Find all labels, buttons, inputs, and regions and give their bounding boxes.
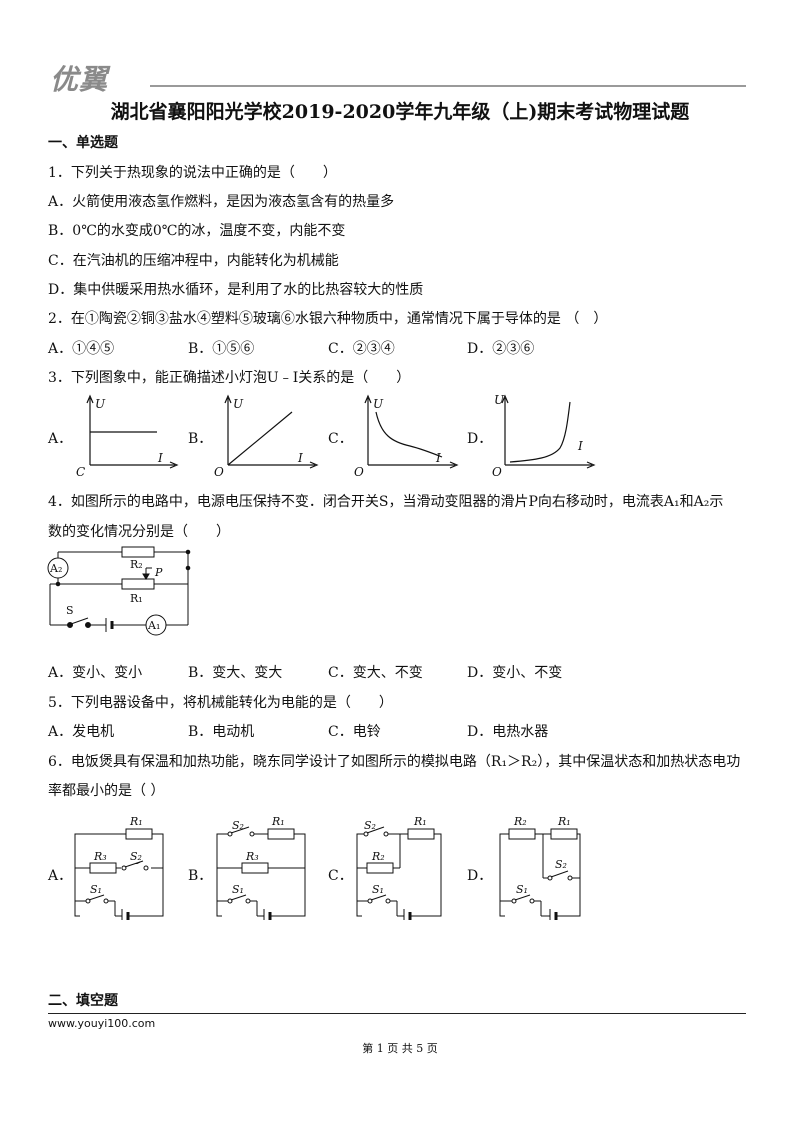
circuit-d-r1-label: R₁: [557, 815, 571, 828]
question-6-option-b[interactable]: B．: [188, 868, 213, 884]
question-1-option-b[interactable]: B．0℃的水变成0℃的冰，温度不变，内能不变: [48, 223, 346, 239]
question-3-option-b[interactable]: B．: [188, 431, 213, 447]
graph-b-i-label: I: [297, 451, 303, 465]
circuit-a-s1-label: S₁: [90, 883, 102, 896]
circuit-c-r1-label: R₁: [413, 815, 427, 828]
question-5-option-d[interactable]: D．电热水器: [467, 724, 549, 740]
section-heading-single-choice: 一、单选题: [48, 135, 118, 151]
circuit-p-label: P: [154, 566, 163, 579]
question-1-stem: 1．下列关于热现象的说法中正确的是（ ）: [48, 165, 337, 181]
question-2-option-b[interactable]: B．①⑤⑥: [188, 341, 255, 357]
question-6-circuits: R₁ R₃ S₂ S₁ S₂ R₁ R₃ S₁ S₂ R₁ R₂ S₁ R₂ R…: [74, 815, 581, 920]
question-2-stem: 2．在①陶瓷②铜③盐水④塑料⑤玻璃⑥水银六种物质中，通常情况下属于导体的是 （ …: [48, 311, 608, 327]
resistor-r1: [121, 578, 155, 590]
circuit-r2-label: R₂: [130, 558, 143, 571]
circuit-c-r2-label: R₂: [371, 850, 385, 863]
question-6-option-d[interactable]: D．: [467, 868, 493, 884]
question-2-option-a[interactable]: A．①④⑤: [48, 341, 115, 357]
circuit-a2-label: A₂: [49, 562, 62, 575]
question-3-option-a[interactable]: A．: [48, 431, 73, 447]
question-6-stem-line-2: 率都最小的是（ ）: [48, 783, 165, 799]
question-4-stem-line-1: 4．如图所示的电路中，电源电压保持不变．闭合开关S，当滑动变阻器的滑片P向右移动…: [48, 494, 724, 510]
graph-b-u-label: U: [233, 397, 244, 411]
circuit-s-label: S: [66, 604, 74, 617]
circuit-c-s2-label: S₂: [364, 819, 376, 832]
question-3-graphs: U I C U I O U I O U I O: [76, 393, 596, 479]
question-6-option-a[interactable]: A．: [48, 868, 73, 884]
question-5-option-b[interactable]: B．电动机: [188, 724, 255, 740]
resistor-r2: [121, 546, 155, 558]
question-6-stem-line-1: 6．电饭煲具有保温和加热功能，晓东同学设计了如图所示的模拟电路（R₁＞R₂），其…: [48, 754, 741, 770]
question-4-option-d[interactable]: D．变小、不变: [467, 665, 563, 681]
circuit-b-r3-label: R₃: [245, 850, 259, 863]
circuit-a-r3-label: R₃: [93, 850, 107, 863]
graph-c-i-label: I: [435, 451, 441, 465]
question-5-option-a[interactable]: A．发电机: [48, 724, 115, 740]
graph-a-origin-label: C: [76, 465, 85, 479]
graph-d-origin-label: O: [492, 465, 502, 479]
circuit-b-r1-label: R₁: [271, 815, 285, 828]
logo: 优翼: [50, 63, 109, 96]
question-3-stem: 3．下列图象中，能正确描述小灯泡U﹣I关系的是（ ）: [48, 370, 411, 386]
question-1-option-a[interactable]: A．火箭使用液态氢作燃料，是因为液态氢含有的热量多: [48, 194, 395, 210]
question-1-option-c[interactable]: C．在汽油机的压缩冲程中，内能转化为机械能: [48, 253, 339, 269]
circuit-c-s1-label: S₁: [372, 883, 384, 896]
graph-c-origin-label: O: [354, 465, 364, 479]
graph-c-u-label: U: [373, 397, 384, 411]
question-2-option-d[interactable]: D．②③⑥: [467, 341, 535, 357]
question-6-option-c[interactable]: C．: [328, 868, 353, 884]
question-4-option-b[interactable]: B．变大、变大: [188, 665, 283, 681]
question-3-option-c[interactable]: C．: [328, 431, 353, 447]
question-4-circuit: A₂ A₁ R₂ R₁ P S: [47, 546, 191, 636]
question-1-option-d[interactable]: D．集中供暖采用热水循环，是利用了水的比热容较大的性质: [48, 282, 424, 298]
question-4-option-c[interactable]: C．变大、不变: [328, 665, 423, 681]
graph-d-u-label: U: [494, 393, 505, 407]
circuit-r1-label: R₁: [130, 592, 143, 605]
question-5-option-c[interactable]: C．电铃: [328, 724, 381, 740]
question-5-stem: 5．下列电器设备中，将机械能转化为电能的是（ ）: [48, 695, 393, 711]
circuit-b-s2-label: S₂: [232, 819, 244, 832]
footer-rule: [48, 1013, 746, 1014]
question-4-option-a[interactable]: A．变小、变小: [48, 665, 143, 681]
circuit-a1-label: A₁: [147, 619, 160, 632]
circuit-a-r1-label: R₁: [129, 815, 143, 828]
page-title: 湖北省襄阳阳光学校2019-2020学年九年级（上)期末考试物理试题: [110, 101, 690, 123]
section-heading-fill-in: 二、填空题: [48, 993, 118, 1009]
graph-d-i-label: I: [577, 439, 583, 453]
circuit-d-r2-label: R₂: [513, 815, 527, 828]
page-number: 第 1 页 共 5 页: [362, 1042, 438, 1055]
question-3-option-d[interactable]: D．: [467, 431, 493, 447]
footer-url[interactable]: www.youyi100.com: [48, 1017, 156, 1030]
circuit-a-s2-label: S₂: [130, 850, 142, 863]
circuit-b-s1-label: S₁: [232, 883, 244, 896]
graph-a-i-label: I: [157, 451, 163, 465]
circuit-d-s2-label: S₂: [555, 858, 567, 871]
question-4-stem-line-2: 数的变化情况分别是（ ）: [48, 524, 230, 540]
graph-a-u-label: U: [95, 397, 106, 411]
circuit-d-s1-label: S₁: [516, 883, 528, 896]
graph-b-origin-label: O: [214, 465, 224, 479]
header-rule: [150, 85, 746, 87]
question-2-option-c[interactable]: C．②③④: [328, 341, 395, 357]
